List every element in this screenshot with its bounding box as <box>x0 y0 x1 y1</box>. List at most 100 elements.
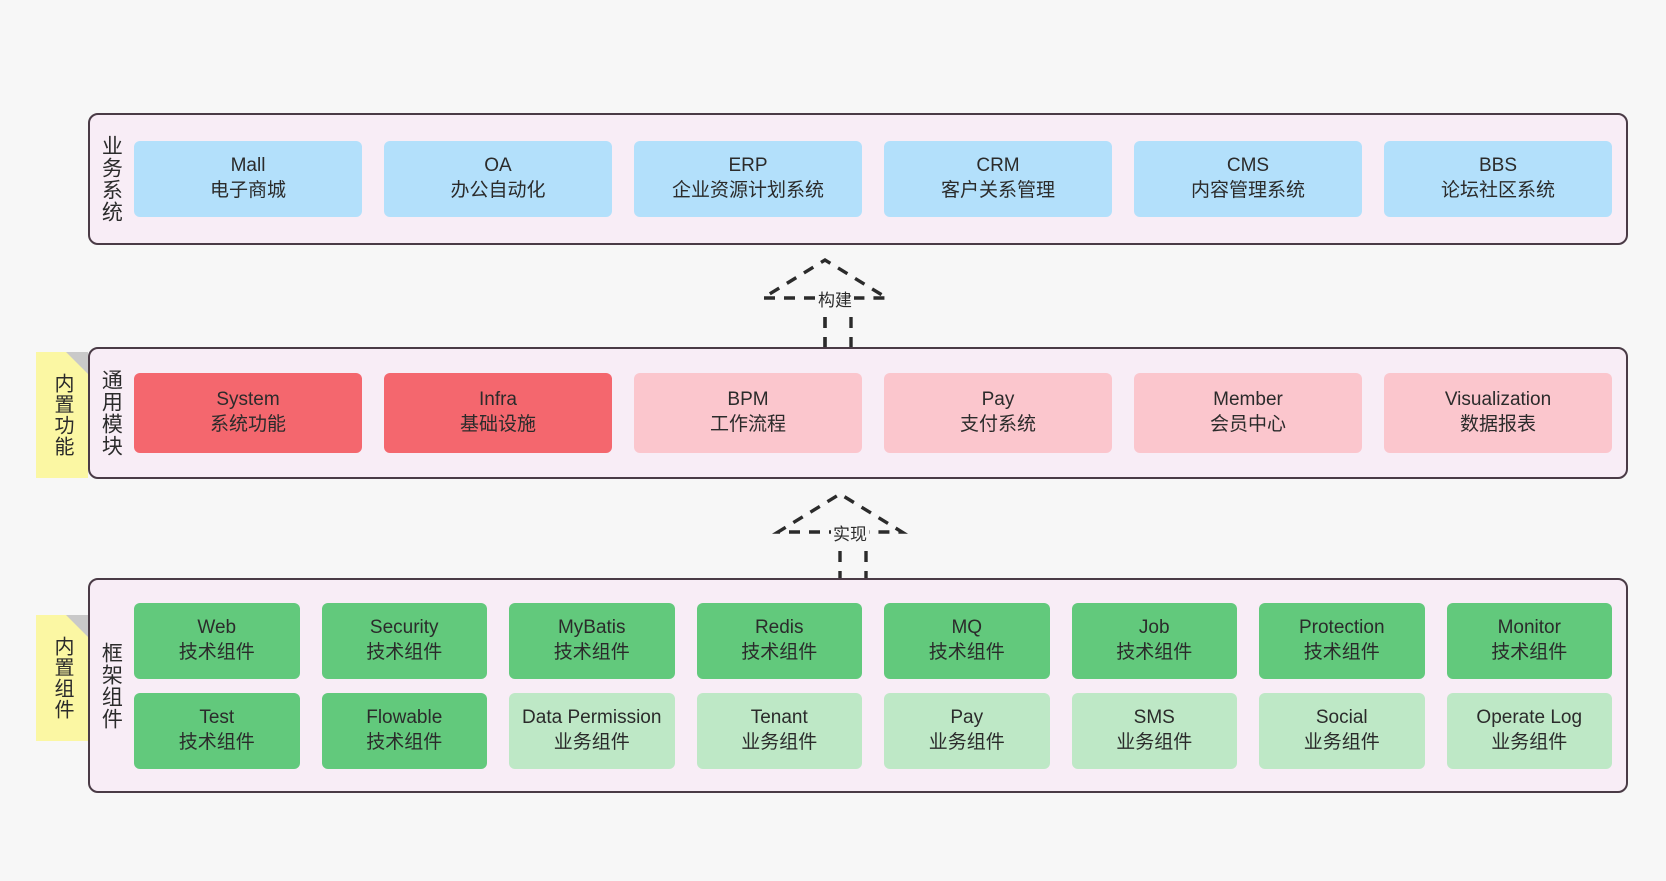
card-title: Test <box>199 706 235 728</box>
page-fold-icon <box>66 615 88 637</box>
layer-title-business-system: 业务系统 <box>99 135 123 223</box>
card-subtitle: 论坛社区系统 <box>1440 180 1555 201</box>
connector-implement-label: 实现 <box>831 520 869 545</box>
card-subtitle: 技术组件 <box>178 731 255 753</box>
card-bpm[interactable]: BPM 工作流程 <box>634 373 862 453</box>
card-subtitle: 基础设施 <box>459 414 536 435</box>
card-title: SMS <box>1133 706 1175 728</box>
layer-framework-component: 框架组件 Web 技术组件 Security 技术组件 MyBatis 技术组件… <box>88 578 1628 793</box>
card-title: Web <box>197 616 237 638</box>
card-title: Flowable <box>366 706 443 728</box>
card-job[interactable]: Job 技术组件 <box>1071 602 1237 679</box>
card-row: System 系统功能 Infra 基础设施 BPM 工作流程 Pay 支付系统… <box>134 373 1612 453</box>
card-system[interactable]: System 系统功能 <box>134 373 362 453</box>
card-title: MQ <box>951 616 983 638</box>
card-title: OA <box>484 155 512 177</box>
layer-business-system: 业务系统 Mall 电子商城 OA 办公自动化 ERP 企业资源计划系统 CRM <box>88 113 1628 245</box>
card-test[interactable]: Test 技术组件 <box>134 692 300 769</box>
card-title: BBS <box>1478 155 1518 177</box>
sticky-note-label: 内置组件 <box>51 636 73 720</box>
card-title: Tenant <box>750 706 808 728</box>
sticky-note-label: 内置功能 <box>51 373 73 457</box>
card-erp[interactable]: ERP 企业资源计划系统 <box>634 141 862 217</box>
card-pay-module[interactable]: Pay 支付系统 <box>884 373 1112 453</box>
card-title: CRM <box>976 155 1020 177</box>
card-bbs[interactable]: BBS 论坛社区系统 <box>1384 141 1612 217</box>
card-title: ERP <box>728 155 768 177</box>
card-subtitle: 客户关系管理 <box>940 180 1055 201</box>
card-subtitle: 技术组件 <box>741 641 818 663</box>
card-security[interactable]: Security 技术组件 <box>321 602 487 679</box>
card-pay-component[interactable]: Pay 业务组件 <box>884 692 1050 769</box>
card-title: Data Permission <box>522 707 662 729</box>
card-subtitle: 业务组件 <box>1491 731 1568 753</box>
card-subtitle: 业务组件 <box>928 731 1005 753</box>
card-monitor[interactable]: Monitor 技术组件 <box>1446 602 1612 679</box>
layer-body-framework-component: Web 技术组件 Security 技术组件 MyBatis 技术组件 Redi… <box>130 580 1626 791</box>
card-mall[interactable]: Mall 电子商城 <box>134 141 362 217</box>
card-row: Test 技术组件 Flowable 技术组件 Data Permission … <box>134 692 1612 769</box>
card-title: Redis <box>754 616 804 638</box>
card-subtitle: 工作流程 <box>709 414 786 435</box>
card-title: Security <box>369 616 439 638</box>
card-operate-log[interactable]: Operate Log 业务组件 <box>1446 692 1612 769</box>
card-title: Monitor <box>1497 616 1561 638</box>
card-title: Infra <box>478 389 518 411</box>
card-title: Protection <box>1298 616 1385 638</box>
card-title: Mall <box>230 155 266 177</box>
card-row: Web 技术组件 Security 技术组件 MyBatis 技术组件 Redi… <box>134 602 1612 679</box>
card-subtitle: 电子商城 <box>209 180 286 201</box>
page-fold-icon <box>66 352 88 374</box>
card-social[interactable]: Social 业务组件 <box>1259 692 1425 769</box>
card-subtitle: 技术组件 <box>553 641 630 663</box>
card-title: CMS <box>1226 155 1270 177</box>
card-subtitle: 系统功能 <box>209 414 286 435</box>
card-data-permission[interactable]: Data Permission 业务组件 <box>509 692 675 769</box>
card-visualization[interactable]: Visualization 数据报表 <box>1384 373 1612 453</box>
card-subtitle: 业务组件 <box>1303 731 1380 753</box>
card-title: Operate Log <box>1476 706 1583 728</box>
connector-build-label: 构建 <box>816 286 854 311</box>
card-subtitle: 技术组件 <box>1491 641 1568 663</box>
sticky-note-builtin-component: 内置组件 <box>36 615 88 741</box>
card-subtitle: 业务组件 <box>741 731 818 753</box>
card-member[interactable]: Member 会员中心 <box>1134 373 1362 453</box>
card-subtitle: 支付系统 <box>959 414 1036 435</box>
card-mybatis[interactable]: MyBatis 技术组件 <box>509 602 675 679</box>
card-web[interactable]: Web 技术组件 <box>134 602 300 679</box>
card-subtitle: 业务组件 <box>553 731 630 753</box>
card-crm[interactable]: CRM 客户关系管理 <box>884 141 1112 217</box>
card-redis[interactable]: Redis 技术组件 <box>696 602 862 679</box>
layer-common-module: 通用模块 System 系统功能 Infra 基础设施 BPM 工作流程 Pay <box>88 347 1628 479</box>
card-title: Job <box>1138 616 1170 638</box>
card-title: MyBatis <box>557 616 626 638</box>
card-subtitle: 技术组件 <box>366 641 443 663</box>
card-title: BPM <box>727 389 769 411</box>
card-cms[interactable]: CMS 内容管理系统 <box>1134 141 1362 217</box>
card-row: Mall 电子商城 OA 办公自动化 ERP 企业资源计划系统 CRM 客户关系… <box>134 141 1612 217</box>
layer-body-common-module: System 系统功能 Infra 基础设施 BPM 工作流程 Pay 支付系统… <box>130 349 1626 477</box>
card-title: Pay <box>950 706 984 728</box>
card-subtitle: 技术组件 <box>1116 641 1193 663</box>
card-title: Social <box>1315 706 1368 728</box>
card-subtitle: 技术组件 <box>1303 641 1380 663</box>
card-sms[interactable]: SMS 业务组件 <box>1071 692 1237 769</box>
card-oa[interactable]: OA 办公自动化 <box>384 141 612 217</box>
card-subtitle: 数据报表 <box>1459 414 1536 435</box>
connector-build: 构建 <box>755 258 905 348</box>
card-mq[interactable]: MQ 技术组件 <box>884 602 1050 679</box>
card-tenant[interactable]: Tenant 业务组件 <box>696 692 862 769</box>
card-flowable[interactable]: Flowable 技术组件 <box>321 692 487 769</box>
card-subtitle: 技术组件 <box>928 641 1005 663</box>
layer-title-common-module: 通用模块 <box>99 369 123 457</box>
card-infra[interactable]: Infra 基础设施 <box>384 373 612 453</box>
card-subtitle: 技术组件 <box>178 641 255 663</box>
card-subtitle: 业务组件 <box>1116 731 1193 753</box>
card-title: Pay <box>981 389 1015 411</box>
card-subtitle: 办公自动化 <box>450 180 546 201</box>
card-title: Visualization <box>1444 389 1552 411</box>
card-subtitle: 内容管理系统 <box>1190 180 1305 201</box>
layer-title-framework-component: 框架组件 <box>99 641 123 730</box>
card-protection[interactable]: Protection 技术组件 <box>1259 602 1425 679</box>
